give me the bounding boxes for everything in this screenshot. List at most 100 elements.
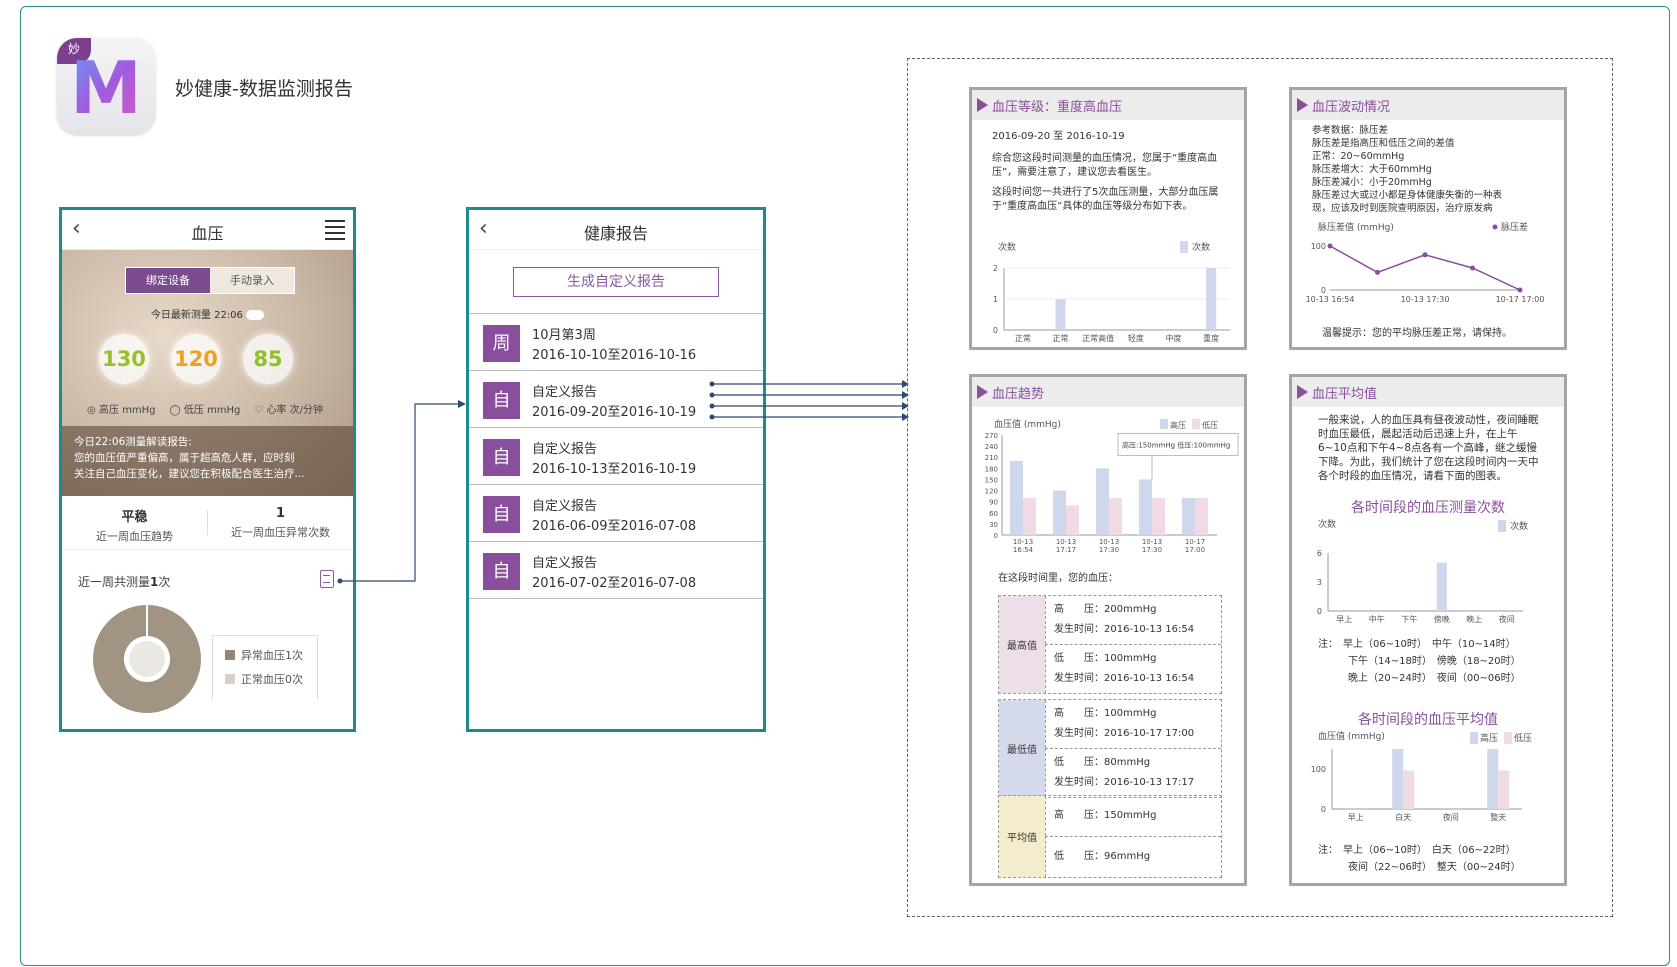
legend-swatch xyxy=(1180,241,1188,253)
app-logo: 妙 M xyxy=(57,38,155,134)
report-document-icon[interactable] xyxy=(320,570,334,588)
card-header: 血压波动情况 xyxy=(1292,90,1564,120)
y-tick-label: 60 xyxy=(989,510,998,518)
bar xyxy=(1053,490,1066,535)
report-range: 2016-10-13至2016-10-19 xyxy=(532,462,697,477)
x-tick-label: 傍晚 xyxy=(1434,614,1450,624)
heart-rate-legend: ♡ 心率 次/分钟 xyxy=(254,405,324,416)
bar xyxy=(1487,749,1499,809)
legend-label: 次数 xyxy=(1510,520,1528,532)
table-row: 高 压：150mmHg xyxy=(1045,796,1221,836)
legend-swatch-low xyxy=(1504,732,1512,744)
abnormal-count-stat: 1 近一周血压异常次数 xyxy=(208,496,353,549)
y-tick-label: 150 xyxy=(985,476,998,484)
x-tick-label: 早上 xyxy=(1336,615,1352,624)
data-point xyxy=(1327,243,1333,249)
legend-swatch-high xyxy=(1470,732,1478,744)
y-tick-label: 120 xyxy=(985,488,998,496)
report-type-badge: 自 xyxy=(483,439,520,476)
trend-bar-chart: 血压值 (mmHg)高压低压03060901201501802102402701… xyxy=(985,418,1239,554)
level-bar-chart: 次数次数012正常正常正常高值轻度中度重度 xyxy=(993,241,1230,343)
x-tick-label: 10-13 xyxy=(1056,538,1076,546)
text-line: 参考数据：脉压差 xyxy=(1312,125,1389,136)
y-tick-label: 0 xyxy=(1321,805,1326,814)
x-tick-label: 正常 xyxy=(1053,334,1069,343)
bar xyxy=(1152,497,1165,535)
text-line: 正常：20~60mmHg xyxy=(1312,151,1405,162)
y-tick-label: 100 xyxy=(1311,242,1326,251)
interpretation-tip[interactable]: 今日22:06测量解读报告: 您的血压值严重偏高，属于超高危人群，应时刻 关注自… xyxy=(62,426,353,496)
x-tick-label: 早上 xyxy=(1348,813,1364,822)
tab-manual-entry[interactable]: 手动录入 xyxy=(210,268,294,293)
y-tick-label: 270 xyxy=(985,432,998,440)
note-b: 注： 早上（06~10时） 白天（06~22时） 夜间（22~06时） 整天（0… xyxy=(1318,845,1521,873)
x-tick-label: 中午 xyxy=(1369,614,1385,624)
back-chevron-icon[interactable]: ‹ xyxy=(72,216,81,241)
reading-legends: ◎ 高压 mmHg ◯ 低压 mmHg ♡ 心率 次/分钟 xyxy=(87,401,323,416)
bar xyxy=(1498,770,1510,809)
legend-swatch-low xyxy=(1192,419,1200,429)
legend-swatch xyxy=(1498,520,1506,532)
tip-line: 关注自己血压变化，建议您在积极配合医生治疗... xyxy=(74,468,305,480)
week-measure-count: 近一周共测量1次 xyxy=(78,575,171,589)
report-list: 周 10月第3周 2016-10-10至2016-10-16 自 自定义报告 2… xyxy=(469,313,763,599)
diastolic-reading: 120 xyxy=(171,334,221,384)
max-label: 最高值 xyxy=(999,596,1045,693)
input-mode-toggle: 绑定设备 手动录入 xyxy=(125,267,295,294)
x-tick-label: 17:17 xyxy=(1056,546,1076,554)
text-line: 脉压差是指高压和低压之间的差值 xyxy=(1312,138,1455,149)
card-header: 血压趋势 xyxy=(972,377,1244,407)
report-type-badge: 周 xyxy=(483,325,520,362)
tooltip-box xyxy=(1117,432,1239,456)
x-tick-label: 10-13 xyxy=(1013,538,1033,546)
table-row: 低 压：96mmHg xyxy=(1045,836,1221,877)
weekly-stats: 平稳 近一周血压趋势 1 近一周血压异常次数 xyxy=(62,496,353,550)
report-range: 2016-09-20至2016-10-19 xyxy=(532,405,697,420)
abnormal-count-label: 近一周血压异常次数 xyxy=(231,526,330,539)
cloud-upload-icon[interactable] xyxy=(246,310,265,320)
x-tick-label: 10-13 17:30 xyxy=(1401,295,1450,304)
bar xyxy=(1392,749,1404,809)
tab-bind-device[interactable]: 绑定设备 xyxy=(126,268,210,293)
pie-legend-abnormal: 异常血压1次 xyxy=(225,644,305,668)
bar xyxy=(1023,497,1036,535)
min-label: 最低值 xyxy=(999,700,1045,797)
trend-stat: 平稳 近一周血压趋势 xyxy=(62,496,207,549)
y-tick-label: 6 xyxy=(1317,549,1322,558)
menu-list-icon[interactable] xyxy=(325,220,345,244)
data-point xyxy=(1517,287,1523,293)
bar xyxy=(1195,497,1208,535)
report-item[interactable]: 周 10月第3周 2016-10-10至2016-10-16 xyxy=(469,314,763,371)
count-bar-chart: 次数次数036早上中午下午傍晚晚上夜间 xyxy=(1317,518,1528,624)
logo-corner-badge: 妙 xyxy=(57,38,91,64)
report-item[interactable]: 自 自定义报告 2016-06-09至2016-07-08 xyxy=(469,485,763,542)
report-title: 自定义报告 xyxy=(532,499,598,514)
legend-marker xyxy=(1492,224,1498,230)
report-item[interactable]: 自 自定义报告 2016-07-02至2016-07-08 xyxy=(469,542,763,599)
avg-label: 平均值 xyxy=(999,796,1045,877)
generate-custom-report-button[interactable]: 生成自定义报告 xyxy=(513,267,719,297)
y-axis-label: 血压值 (mmHg) xyxy=(1318,730,1385,742)
y-axis-label: 次数 xyxy=(1318,518,1336,530)
bar xyxy=(1055,299,1066,330)
avg-value-table: 平均值 高 压：150mmHg 低 压：96mmHg xyxy=(998,795,1222,878)
x-tick-label: 下午 xyxy=(1401,614,1417,624)
back-chevron-icon[interactable]: ‹ xyxy=(479,216,488,241)
readings: 130 120 85 xyxy=(99,334,293,384)
report-title: 自定义报告 xyxy=(532,385,598,400)
nav-title: 血压 xyxy=(191,224,224,243)
bar xyxy=(1182,497,1195,535)
navbar: ‹ 健康报告 xyxy=(469,210,763,250)
trend-value: 平稳 xyxy=(121,510,148,525)
card-header: 血压平均值 xyxy=(1292,377,1564,407)
tip-title: 今日22:06测量解读报告: xyxy=(74,436,192,448)
last-measured-label: 今日最新测量 22:06 xyxy=(62,306,353,321)
y-tick-label: 180 xyxy=(985,465,998,473)
divider xyxy=(207,510,208,535)
report-item[interactable]: 自 自定义报告 2016-09-20至2016-10-19 xyxy=(469,371,763,428)
y-tick-label: 100 xyxy=(1311,765,1326,774)
report-item[interactable]: 自 自定义报告 2016-10-13至2016-10-19 xyxy=(469,428,763,485)
